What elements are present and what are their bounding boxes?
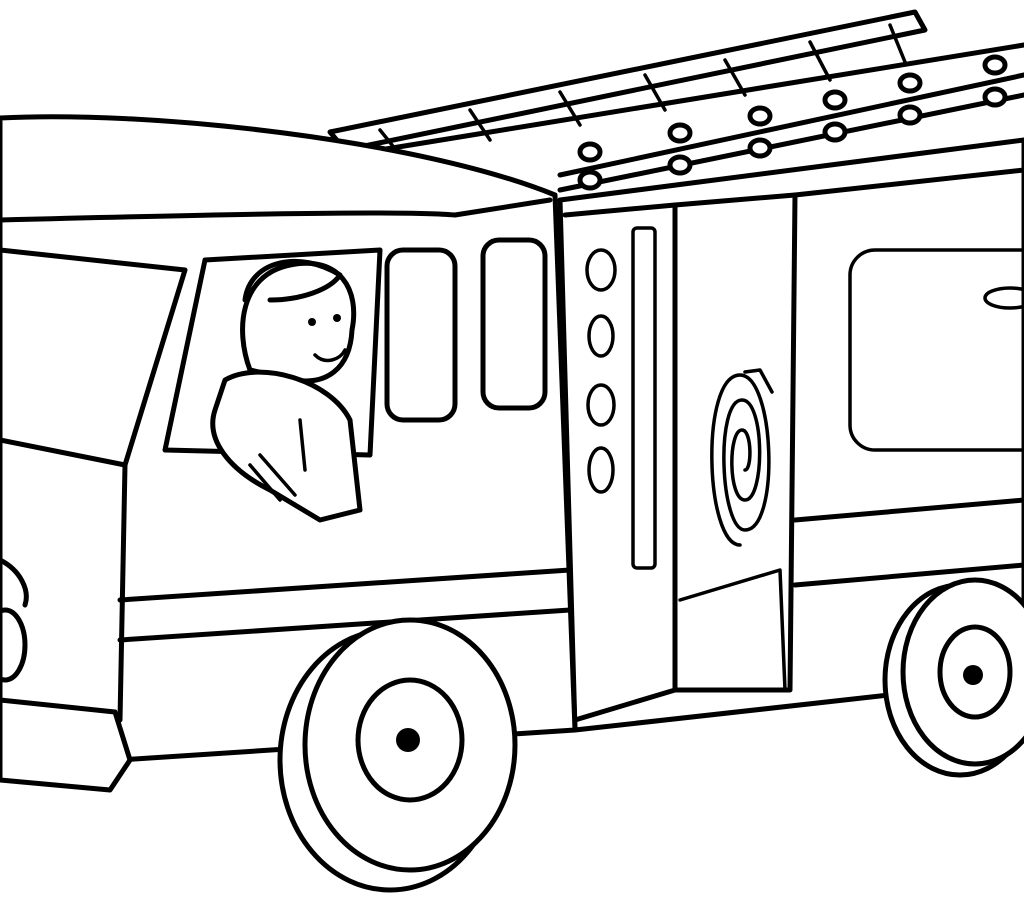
ladder xyxy=(327,9,1024,193)
side-lights xyxy=(585,248,617,494)
headlight xyxy=(0,607,28,683)
hose-reel xyxy=(710,368,774,547)
rear-window xyxy=(848,248,1024,452)
front-wheel xyxy=(277,617,518,893)
cab-window-1 xyxy=(384,247,458,423)
front-bumper xyxy=(0,697,133,793)
side-rail xyxy=(631,226,657,570)
firefighter-driver xyxy=(210,258,363,523)
rear-wheel xyxy=(882,577,1024,778)
cab-window-2 xyxy=(480,237,548,411)
